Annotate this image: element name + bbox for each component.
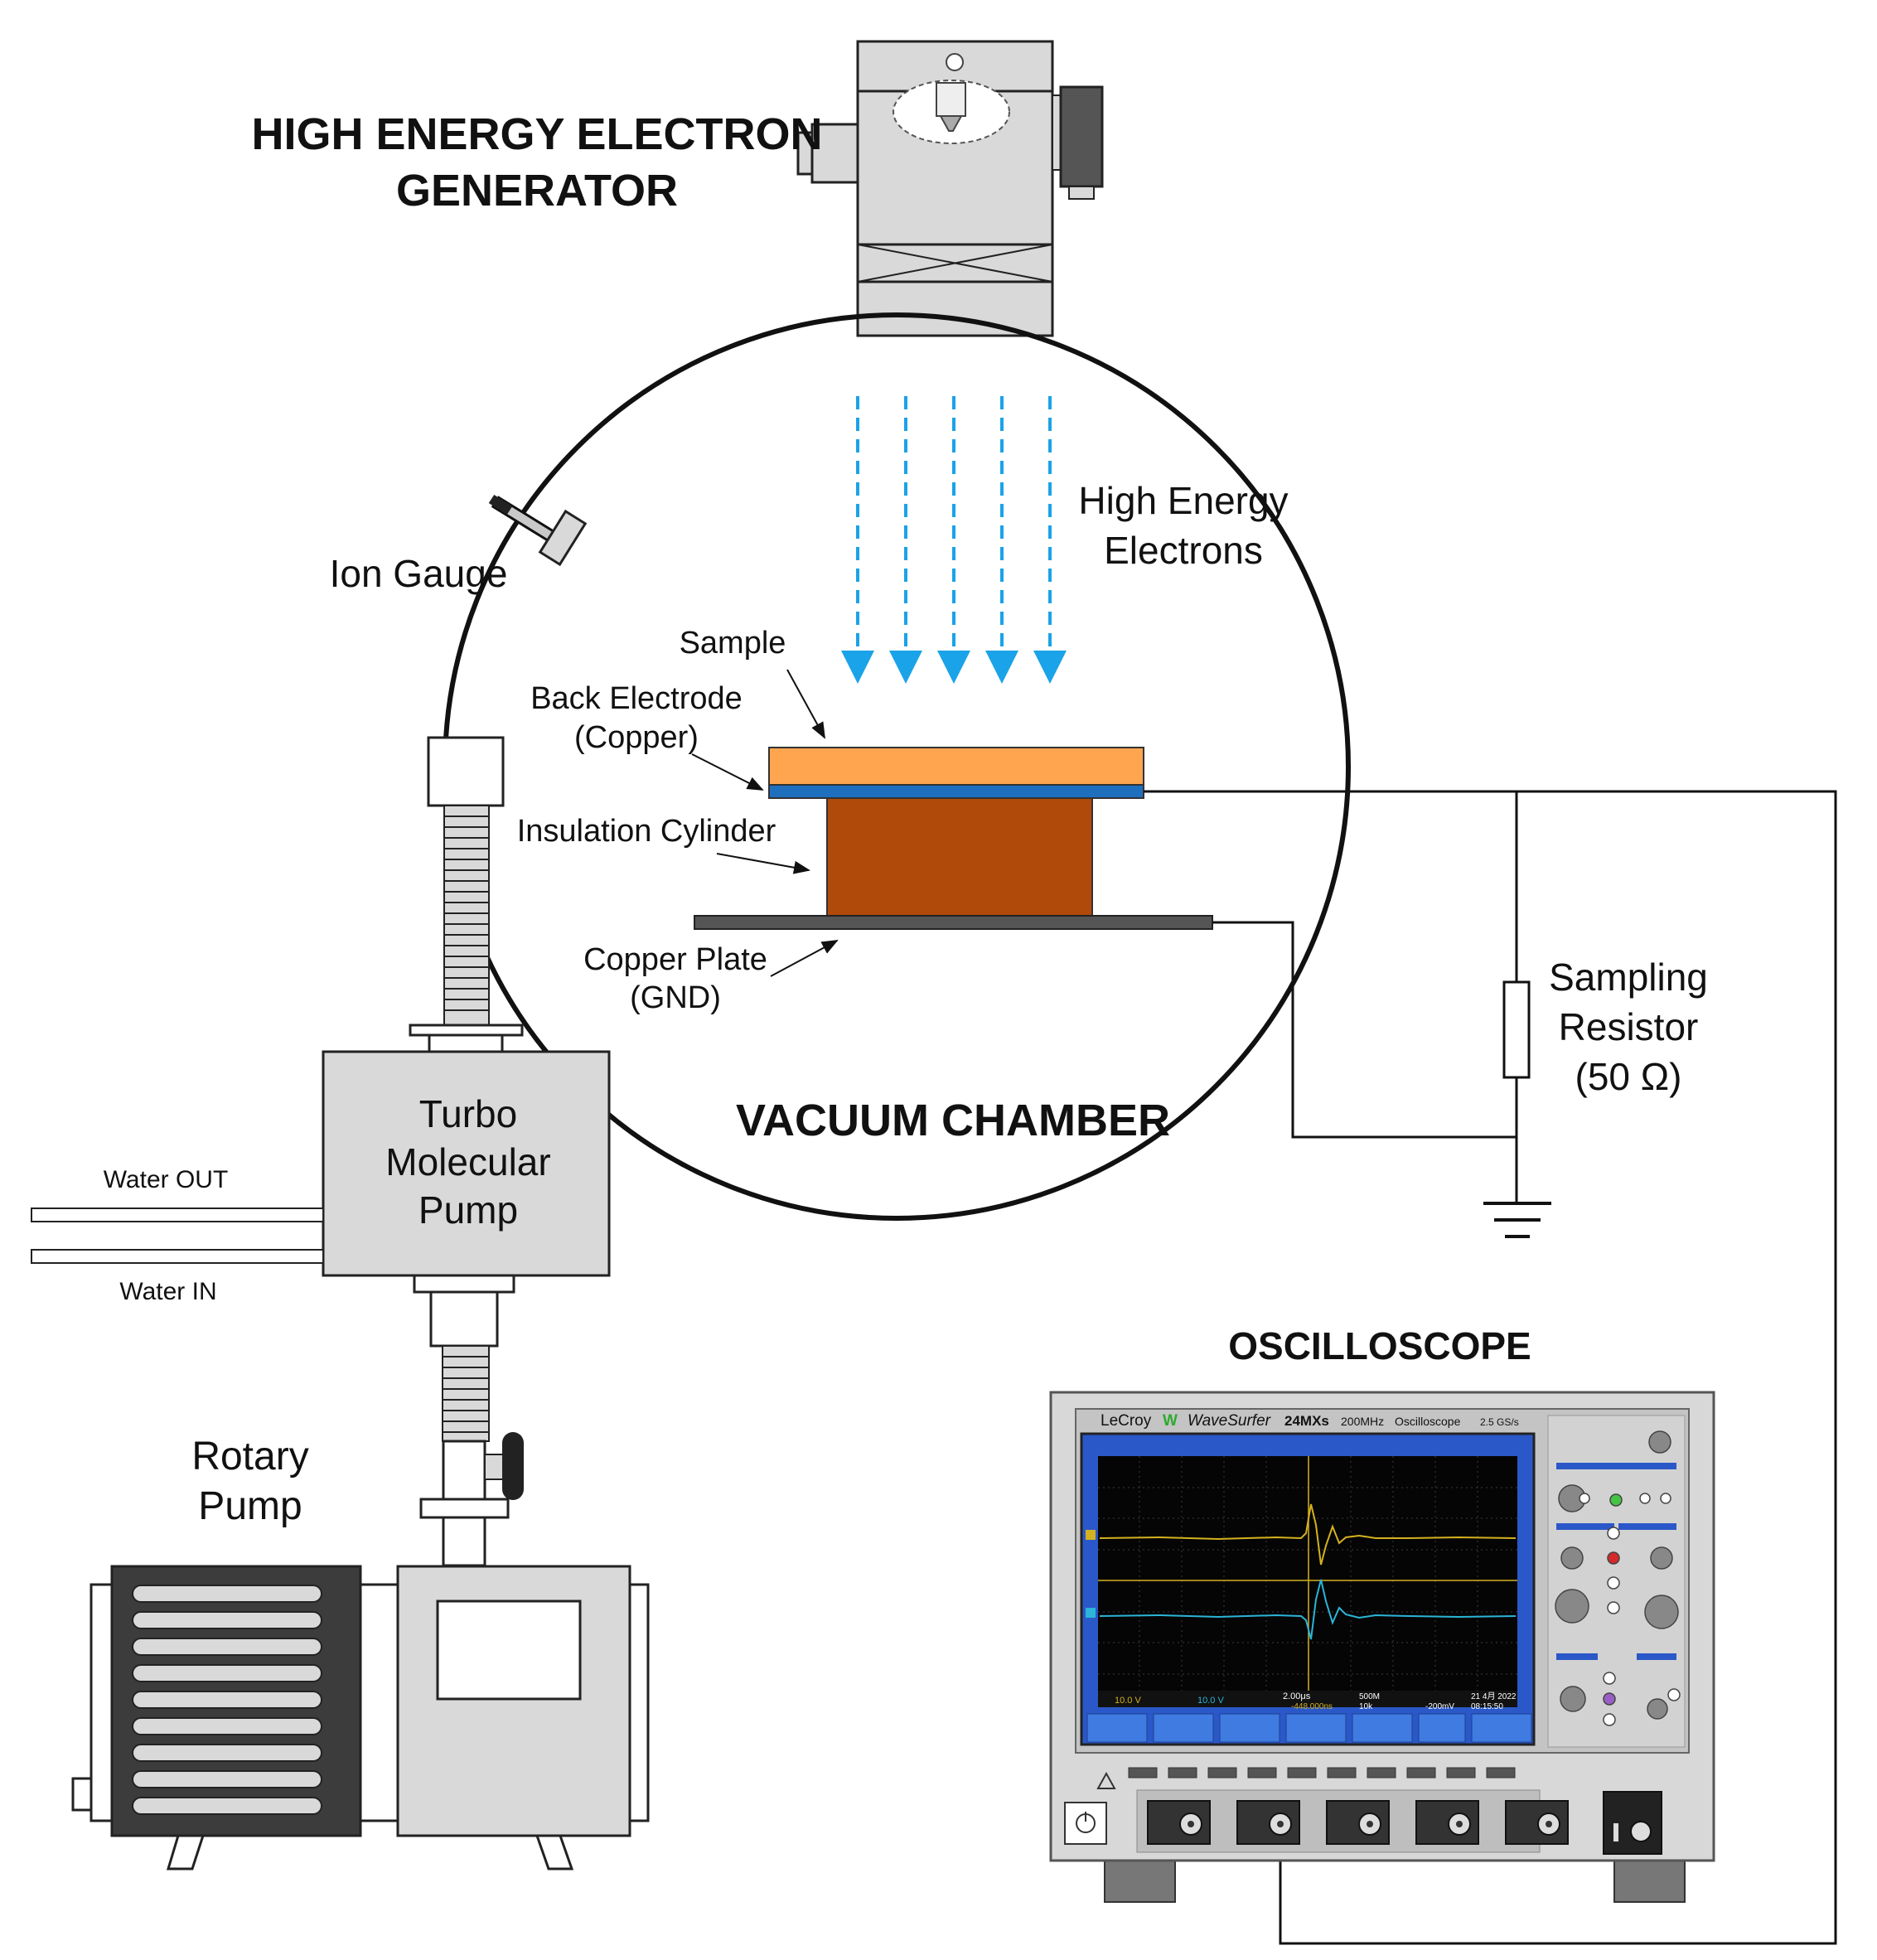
- electron-generator: [796, 40, 1104, 337]
- circuit-wiring: [1144, 790, 1837, 1945]
- turbo-label-line1: Turbo: [419, 1092, 517, 1135]
- insulation-cylinder: [826, 797, 1093, 917]
- copper-plate: [694, 915, 1213, 930]
- copper-plate-label-line1: Copper Plate: [583, 942, 767, 977]
- trace-ch2: [1099, 1579, 1517, 1640]
- valve-handle: [502, 1432, 524, 1500]
- warning-icon: [1096, 1771, 1116, 1789]
- scope-type-text: Oscilloscope: [1395, 1415, 1461, 1428]
- trace-ch1: [1099, 1503, 1517, 1566]
- oscilloscope-label: OSCILLOSCOPE: [1228, 1324, 1531, 1367]
- scope-time: 08:15:50: [1471, 1702, 1503, 1711]
- ground-icon: [1483, 1202, 1551, 1238]
- trigger-level: -200mV: [1425, 1702, 1454, 1711]
- water-out-label: Water OUT: [104, 1166, 229, 1193]
- ion-gauge-label: Ion Gauge: [330, 552, 508, 595]
- ch2-scale: 10.0 V: [1197, 1696, 1224, 1706]
- water-in-label: Water IN: [119, 1278, 216, 1305]
- rotary-label-line2: Pump: [198, 1484, 302, 1528]
- vacuum-chamber-label: VACUUM CHAMBER: [736, 1096, 1170, 1145]
- record-length: 10k: [1359, 1702, 1373, 1711]
- rotary-label-line1: Rotary: [191, 1435, 308, 1478]
- oscilloscope: LeCroy W WaveSurfer 24MXs 200MHz Oscillo…: [1049, 1391, 1715, 1903]
- rotary-pump: [71, 1565, 650, 1870]
- ch1-scale: 10.0 V: [1115, 1696, 1141, 1706]
- resistor-label-line3: (50 Ω): [1575, 1055, 1682, 1098]
- back-electrode: [768, 784, 1144, 799]
- scope-date: 21 4月 2022: [1471, 1691, 1517, 1701]
- scope-model: WaveSurfer: [1188, 1412, 1271, 1430]
- electrons-label-line1: High Energy: [1078, 479, 1288, 522]
- acq-rate: 500M: [1359, 1692, 1380, 1701]
- insulation-label: Insulation Cylinder: [517, 814, 776, 849]
- turbo-pump-body: [322, 1050, 611, 1277]
- power-icon[interactable]: [1064, 1802, 1107, 1845]
- water-out-pipe: [31, 1207, 324, 1222]
- scope-brand-mark: W: [1163, 1412, 1178, 1430]
- generator-label-line1: HIGH ENERGY ELECTRON: [251, 109, 822, 159]
- timebase: 2.00μs: [1283, 1691, 1311, 1701]
- resistor-label-line2: Resistor: [1559, 1005, 1699, 1048]
- copper-plate-pointer: [770, 940, 839, 977]
- ion-gauge: [488, 494, 588, 567]
- generator-label-line2: GENERATOR: [396, 166, 678, 215]
- scope-sample-rate: 2.5 GS/s: [1480, 1416, 1519, 1428]
- bnc-inputs[interactable]: [1147, 1800, 1569, 1845]
- trigger-position: -448.000ns: [1291, 1702, 1333, 1711]
- signal-wire: [1144, 790, 1837, 1945]
- sample-pointer: [786, 669, 825, 739]
- water-in-pipe: [31, 1249, 324, 1264]
- scope-bandwidth: 200MHz: [1341, 1415, 1384, 1428]
- sample-label: Sample: [680, 626, 786, 661]
- probe-compensation-terminal: [1603, 1791, 1662, 1855]
- back-electrode-label-line1: Back Electrode: [530, 681, 743, 716]
- copper-plate-label-line2: (GND): [630, 980, 721, 1015]
- electron-beam-arrows: [841, 396, 1067, 684]
- resistor-label-line1: Sampling: [1549, 956, 1708, 999]
- resistor-icon: [1502, 980, 1531, 1079]
- insulation-pointer: [716, 853, 810, 874]
- turbo-label-line2: Molecular: [385, 1140, 550, 1183]
- turbo-label-line3: Pump: [418, 1188, 518, 1232]
- scope-brand: LeCroy: [1101, 1412, 1152, 1430]
- scope-model-number: 24MXs: [1284, 1413, 1329, 1429]
- sample-layer: [768, 747, 1144, 786]
- ground-wire: [1212, 921, 1517, 1139]
- back-electrode-pointer: [691, 753, 764, 791]
- electrons-label-line2: Electrons: [1104, 529, 1263, 572]
- back-electrode-label-line2: (Copper): [574, 720, 699, 755]
- turbo-pump-assembly: [31, 736, 611, 1567]
